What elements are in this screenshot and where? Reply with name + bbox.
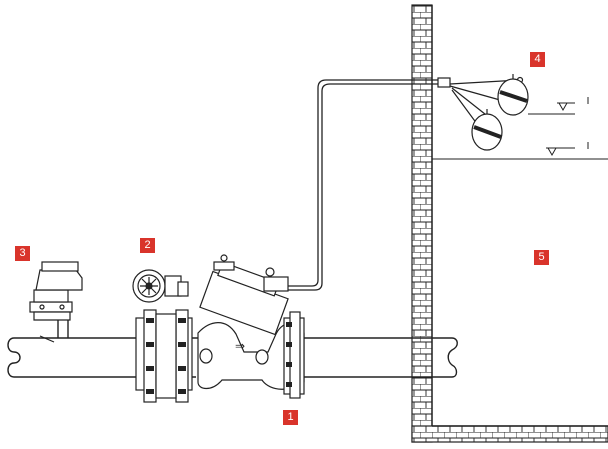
- tank-wall: [411, 4, 608, 443]
- callout-4-label: 4: [534, 53, 541, 65]
- callout-5-tank: 5: [534, 250, 549, 265]
- air-release-valve: [29, 261, 83, 343]
- callout-4-float-pilot: 4: [530, 52, 545, 67]
- callout-3-air-valve: 3: [15, 246, 30, 261]
- main-control-valve: ⇒: [197, 254, 305, 399]
- callout-2-label: 2: [144, 239, 151, 251]
- main-pipeline: [7, 320, 458, 378]
- callout-2-gate-valve: 2: [140, 238, 155, 253]
- water-level-high: [528, 97, 589, 115]
- callout-5-label: 5: [538, 251, 545, 263]
- callout-3-label: 3: [19, 247, 26, 259]
- callout-1-main-valve: 1: [283, 410, 298, 425]
- gate-valve: [132, 269, 193, 403]
- pilot-tubing: [288, 79, 438, 291]
- callout-1-label: 1: [287, 411, 294, 423]
- flow-direction-arrow: ⇒: [235, 339, 245, 353]
- float-pilot-valve: [437, 74, 529, 151]
- water-level-low: [432, 142, 608, 160]
